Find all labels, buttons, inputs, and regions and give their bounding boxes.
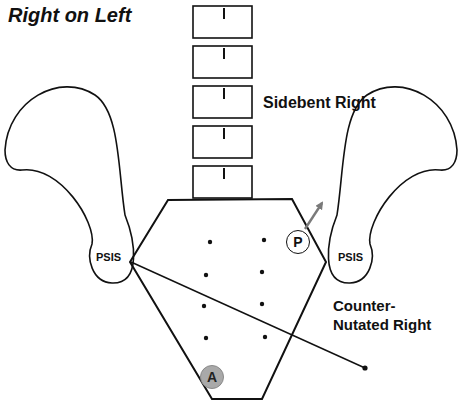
sacral-foramina-dots bbox=[202, 238, 267, 340]
landmark-circle: P bbox=[286, 230, 310, 254]
circle-letter: P bbox=[293, 234, 302, 250]
landmark-circle: A bbox=[200, 365, 224, 389]
diagram-title: Right on Left bbox=[8, 4, 131, 27]
right-ilium bbox=[328, 87, 457, 283]
motion-arrow bbox=[305, 203, 322, 229]
region-label: Sidebent Right bbox=[263, 94, 376, 112]
axis-end-dot bbox=[362, 365, 367, 370]
landmark-label: PSIS bbox=[338, 251, 363, 263]
motion-label: Counter-Nutated Right bbox=[333, 296, 445, 334]
sacrum-outline bbox=[130, 199, 326, 399]
landmark-label: PSIS bbox=[96, 251, 121, 263]
left-ilium bbox=[5, 87, 134, 283]
lumbar-vertebrae bbox=[193, 6, 252, 198]
oblique-axis bbox=[131, 262, 365, 368]
circle-letter: A bbox=[207, 369, 217, 385]
